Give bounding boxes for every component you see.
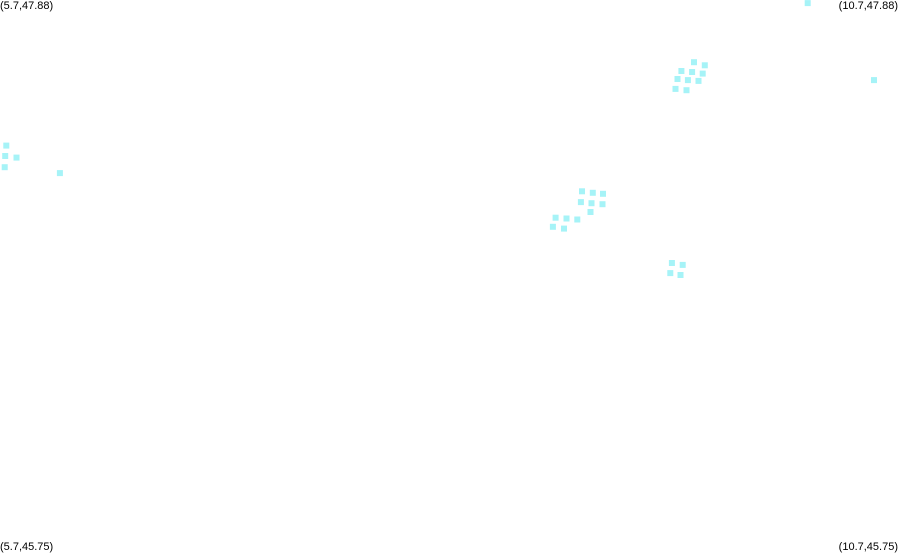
corner-label-top-left: (5.7,47.88) (0, 0, 54, 12)
map-marker[interactable] (56, 170, 63, 177)
map-marker[interactable] (695, 77, 702, 84)
map-marker[interactable] (13, 154, 20, 161)
map-marker[interactable] (679, 261, 686, 268)
map-marker[interactable] (574, 216, 581, 223)
map-marker[interactable] (701, 62, 708, 69)
map-marker[interactable] (587, 209, 594, 215)
map-marker[interactable] (804, 0, 811, 7)
map-marker[interactable] (561, 225, 567, 232)
corner-label-bottom-right: (10.7,45.75) (838, 541, 898, 553)
map-marker[interactable] (2, 153, 9, 159)
map-marker[interactable] (677, 272, 684, 278)
map-marker[interactable] (3, 142, 10, 149)
map-marker[interactable] (563, 215, 570, 222)
map-marker[interactable] (577, 199, 584, 206)
map-marker[interactable] (588, 200, 595, 207)
map-marker[interactable] (600, 190, 606, 197)
map-marker[interactable] (667, 270, 674, 277)
map-marker[interactable] (871, 77, 877, 84)
map-marker[interactable] (689, 69, 696, 75)
map-marker[interactable] (691, 59, 697, 66)
map-marker[interactable] (684, 77, 691, 84)
map-marker[interactable] (674, 76, 681, 82)
map-marker[interactable] (589, 189, 596, 196)
corner-label-bottom-left: (5.7,45.75) (0, 541, 54, 553)
map-marker[interactable] (678, 68, 685, 74)
map-marker[interactable] (699, 70, 706, 77)
map-marker[interactable] (668, 260, 675, 266)
map-marker[interactable] (579, 188, 585, 195)
map-marker[interactable] (1, 164, 8, 171)
map-marker[interactable] (549, 223, 556, 230)
map-marker[interactable] (672, 85, 679, 92)
map-marker[interactable] (683, 87, 690, 94)
corner-label-top-right: (10.7,47.88) (838, 0, 898, 12)
map-marker[interactable] (552, 214, 559, 221)
map-marker[interactable] (599, 201, 606, 208)
